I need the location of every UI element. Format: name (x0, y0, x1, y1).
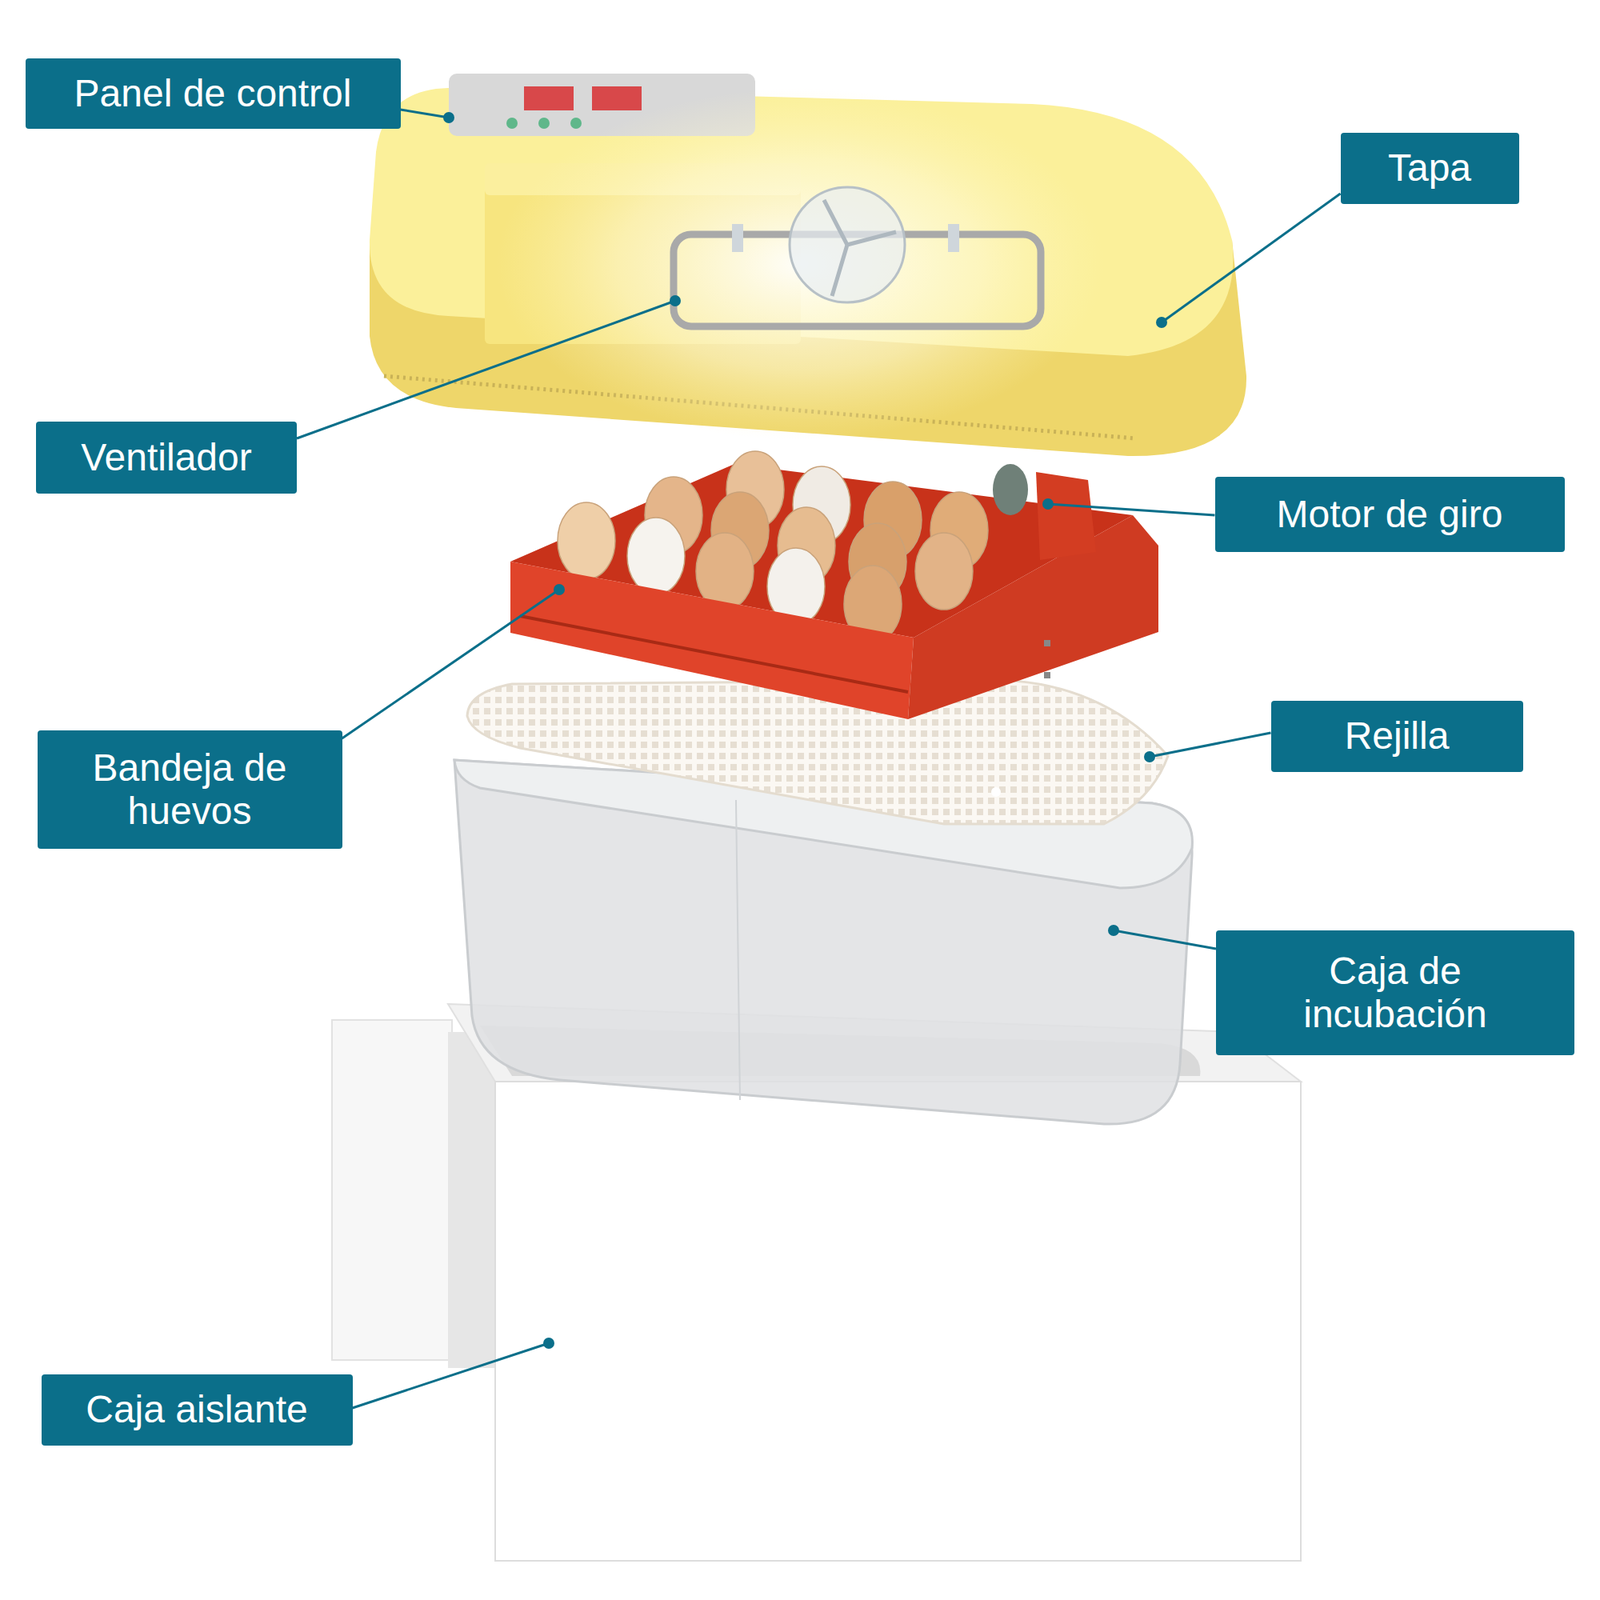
leader-dot (443, 112, 455, 124)
callout-label: Bandeja de huevos (37, 730, 343, 849)
grid-plate (467, 680, 1168, 824)
leader-line (400, 109, 450, 118)
leader-dot (543, 1337, 555, 1349)
leader-line (1161, 193, 1341, 323)
callout-text: Bandeja de huevos (53, 746, 327, 833)
leader-dot (669, 295, 681, 307)
egg-tray (510, 451, 1159, 720)
leader-line (1149, 732, 1272, 757)
callout-label: Rejilla (1271, 700, 1524, 772)
fan (789, 187, 905, 303)
callout-text: Caja de incubación (1232, 949, 1559, 1036)
callout-text: Panel de control (74, 72, 352, 116)
leader-line (342, 589, 560, 739)
leader-dot (553, 584, 565, 596)
lid (369, 73, 1247, 456)
callout-text: Ventilador (80, 436, 252, 480)
leader-line (1113, 930, 1216, 949)
callout-label: Caja aislante (41, 1374, 353, 1446)
leader-line (296, 300, 676, 439)
callout-text: Motor de giro (1276, 492, 1504, 536)
callout-label: Tapa (1340, 132, 1520, 204)
callout-label: Caja de incubación (1216, 930, 1575, 1056)
callout-text: Caja aislante (85, 1388, 308, 1432)
leader-line (352, 1343, 550, 1408)
callout-label: Motor de giro (1215, 476, 1565, 552)
callout-text: Tapa (1388, 146, 1472, 190)
leader-line (1048, 504, 1216, 516)
leader-dot (1156, 316, 1168, 328)
grid-hole (991, 787, 1001, 797)
leader-dot (1144, 751, 1156, 763)
callout-text: Rejilla (1344, 714, 1450, 758)
leader-dot (1108, 924, 1120, 936)
callout-label: Ventilador (36, 421, 297, 494)
callout-label: Panel de control (25, 58, 401, 129)
leader-dot (1042, 498, 1054, 510)
turning-motor (992, 464, 1028, 516)
